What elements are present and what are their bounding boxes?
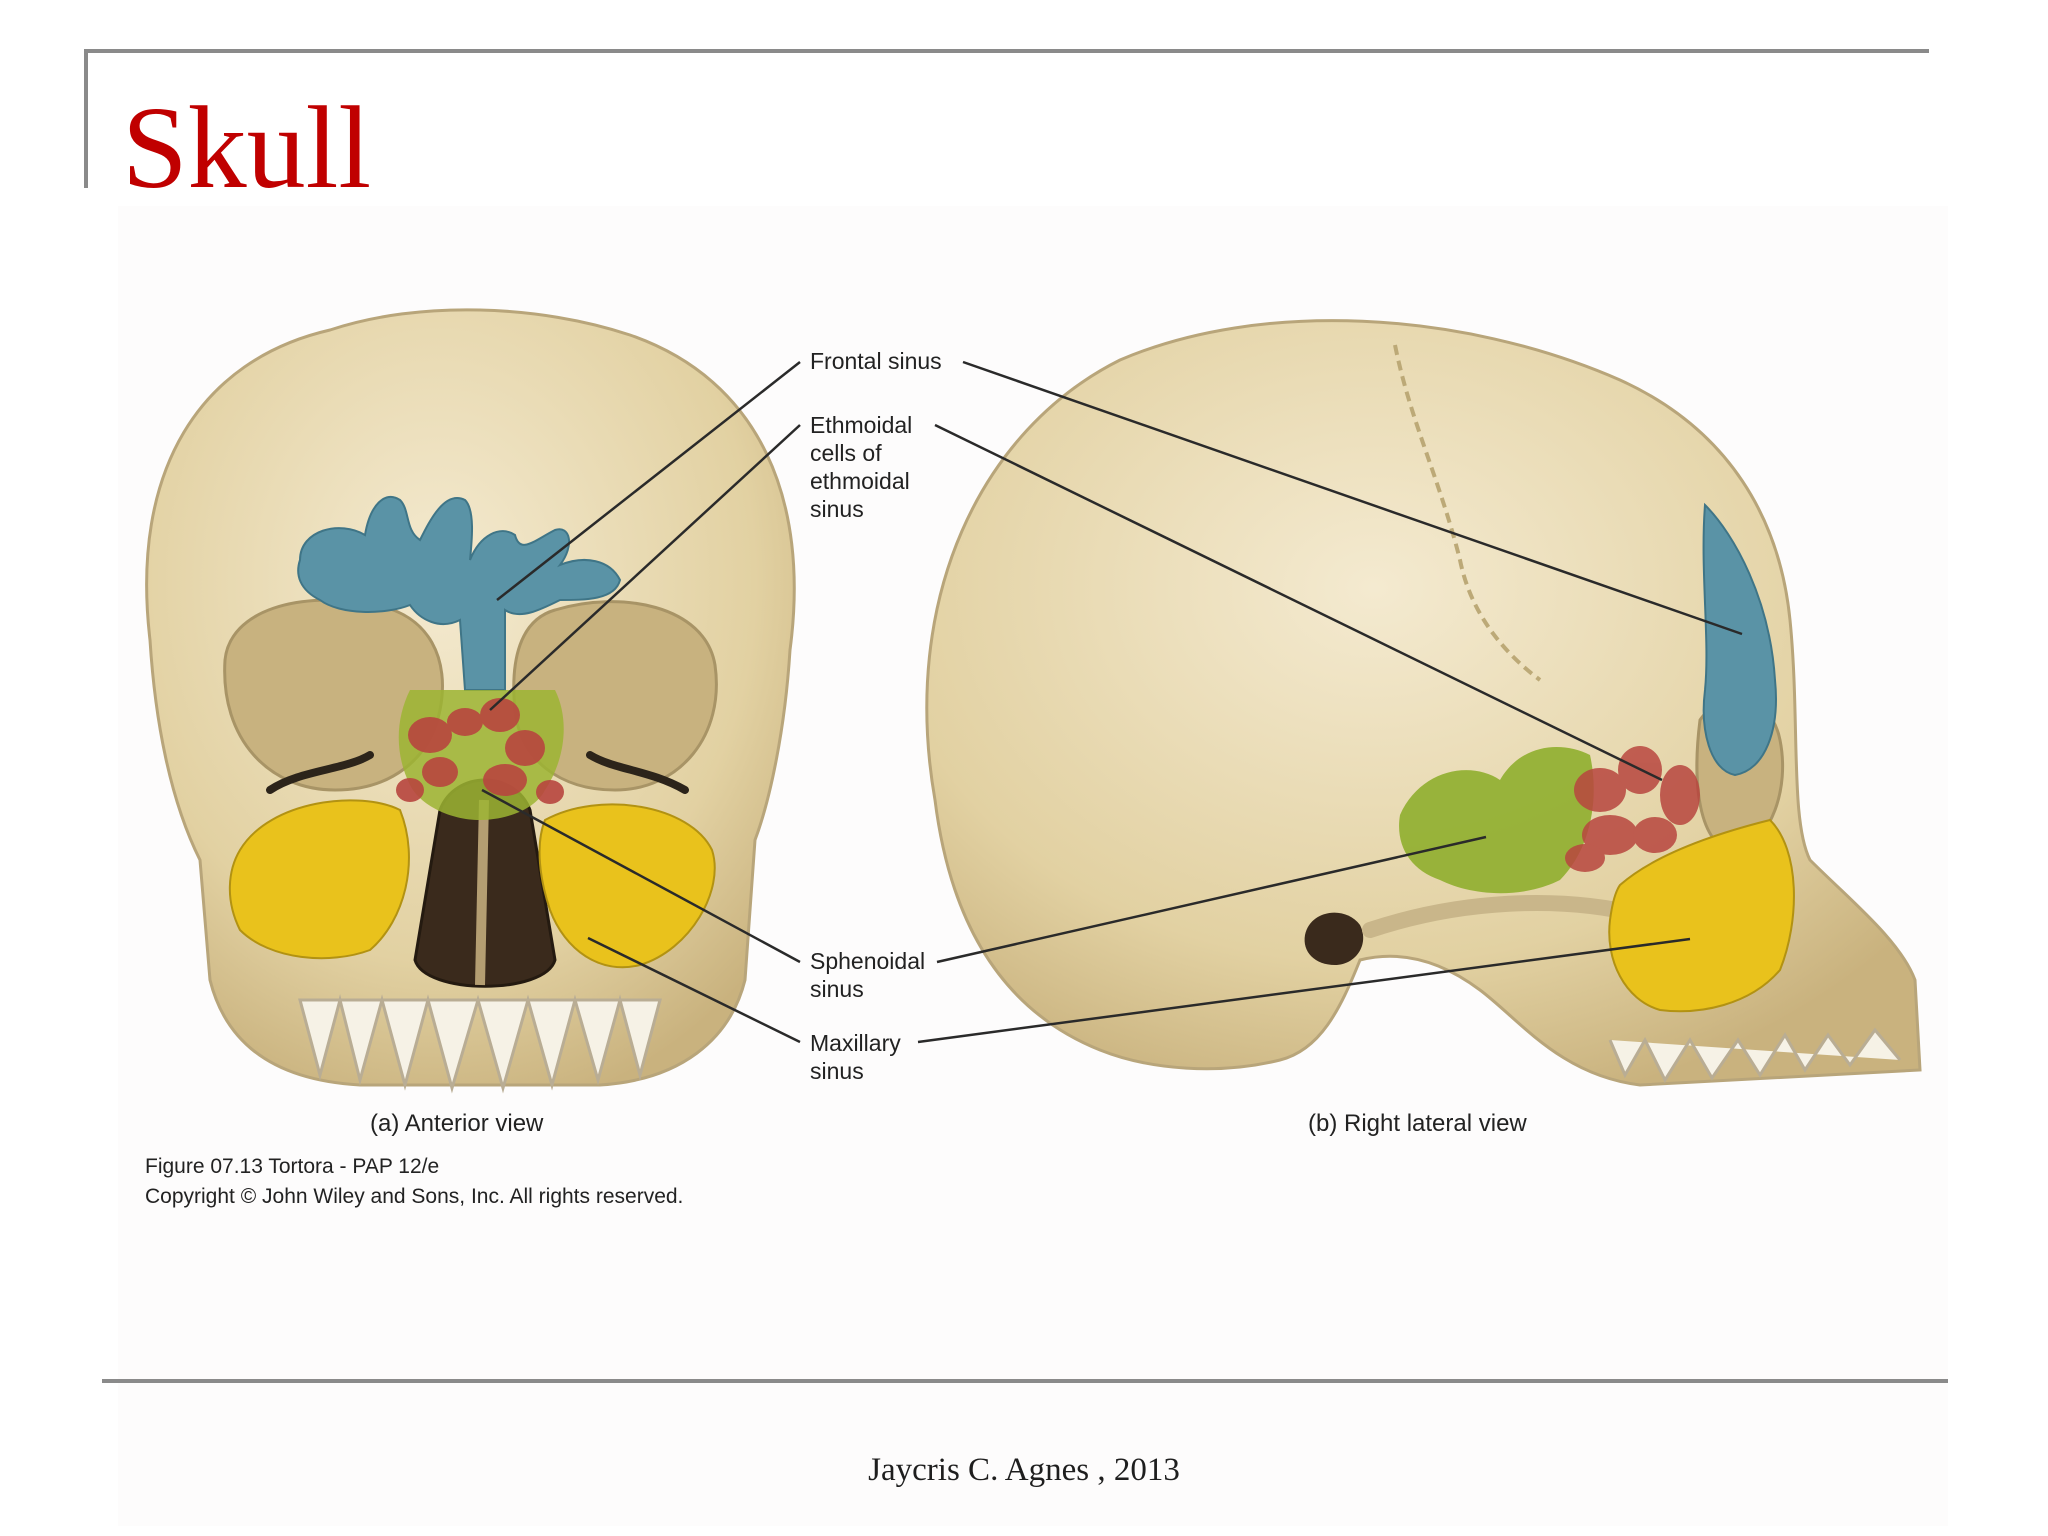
- label-ethmoidal-line-3: ethmoidal: [810, 468, 910, 494]
- leader-sphenoidal-lateral: [936, 835, 1487, 964]
- anterior-nasal-septum: [475, 799, 489, 986]
- anterior-left-orbital-fissure: [586, 751, 689, 794]
- label-ethmoidal-line-4: sinus: [810, 496, 864, 522]
- figure-credit-line-1: Figure 07.13 Tortora - PAP 12/e: [145, 1155, 439, 1178]
- lateral-ethmoidal-cells: [1565, 746, 1700, 872]
- leader-sphenoidal-anterior: [481, 788, 801, 964]
- title-frame-top-rule: [84, 49, 1929, 53]
- lateral-upper-teeth: [1608, 1027, 1902, 1084]
- anterior-left-orbit: [512, 600, 718, 792]
- slide-title: Skull: [122, 82, 372, 213]
- lateral-frontal-sinus: [1702, 502, 1777, 777]
- title-frame-left-rule: [84, 49, 88, 188]
- label-anterior-view: (a) Anterior view: [370, 1110, 544, 1137]
- leader-ethmoidal-anterior: [489, 424, 801, 711]
- label-ethmoidal-line-2: cells of: [810, 440, 882, 466]
- leader-lines: [481, 360, 1743, 1044]
- lateral-maxillary-sinus: [1608, 818, 1795, 1013]
- footer-author: Jaycris C. Agnes , 2013: [868, 1452, 1180, 1488]
- label-lateral-view: (b) Right lateral view: [1308, 1110, 1527, 1137]
- lateral-sphenoidal-sinus: [1399, 747, 1594, 894]
- label-ethmoidal-sinus: Ethmoidal cells of ethmoidal sinus: [810, 412, 919, 522]
- anterior-skull: [145, 308, 796, 1094]
- leader-ethmoidal-lateral: [934, 423, 1663, 782]
- label-sphenoidal-sinus: Sphenoidal sinus: [810, 948, 932, 1002]
- anterior-ethmoidal-cells: [396, 698, 564, 804]
- lateral-ear-opening: [1304, 912, 1364, 965]
- leader-frontal-anterior: [496, 361, 801, 601]
- leader-frontal-lateral: [962, 360, 1743, 636]
- label-frontal-sinus: Frontal sinus: [810, 348, 942, 374]
- lateral-zygomatic-arch: [1362, 895, 1648, 938]
- label-sphenoidal-line-1: Sphenoidal: [810, 948, 925, 974]
- leader-maxillary-lateral: [917, 937, 1691, 1044]
- anterior-right-maxillary-sinus: [228, 799, 410, 960]
- leader-maxillary-anterior: [587, 936, 801, 1044]
- anterior-frontal-sinus: [297, 495, 622, 691]
- label-maxillary-sinus: Maxillary sinus: [810, 1030, 907, 1084]
- figure-credit-line-2: Copyright © John Wiley and Sons, Inc. Al…: [145, 1185, 683, 1208]
- label-maxillary-line-2: sinus: [810, 1058, 864, 1084]
- lateral-suture: [1393, 344, 1542, 682]
- anterior-upper-teeth: [298, 994, 662, 1094]
- label-sphenoidal-line-2: sinus: [810, 976, 864, 1002]
- anterior-right-orbital-fissure: [266, 751, 374, 794]
- label-maxillary-line-1: Maxillary: [810, 1030, 901, 1056]
- label-ethmoidal-line-1: Ethmoidal: [810, 412, 912, 438]
- lateral-skull: [925, 319, 1922, 1087]
- footer-rule: [102, 1379, 1948, 1383]
